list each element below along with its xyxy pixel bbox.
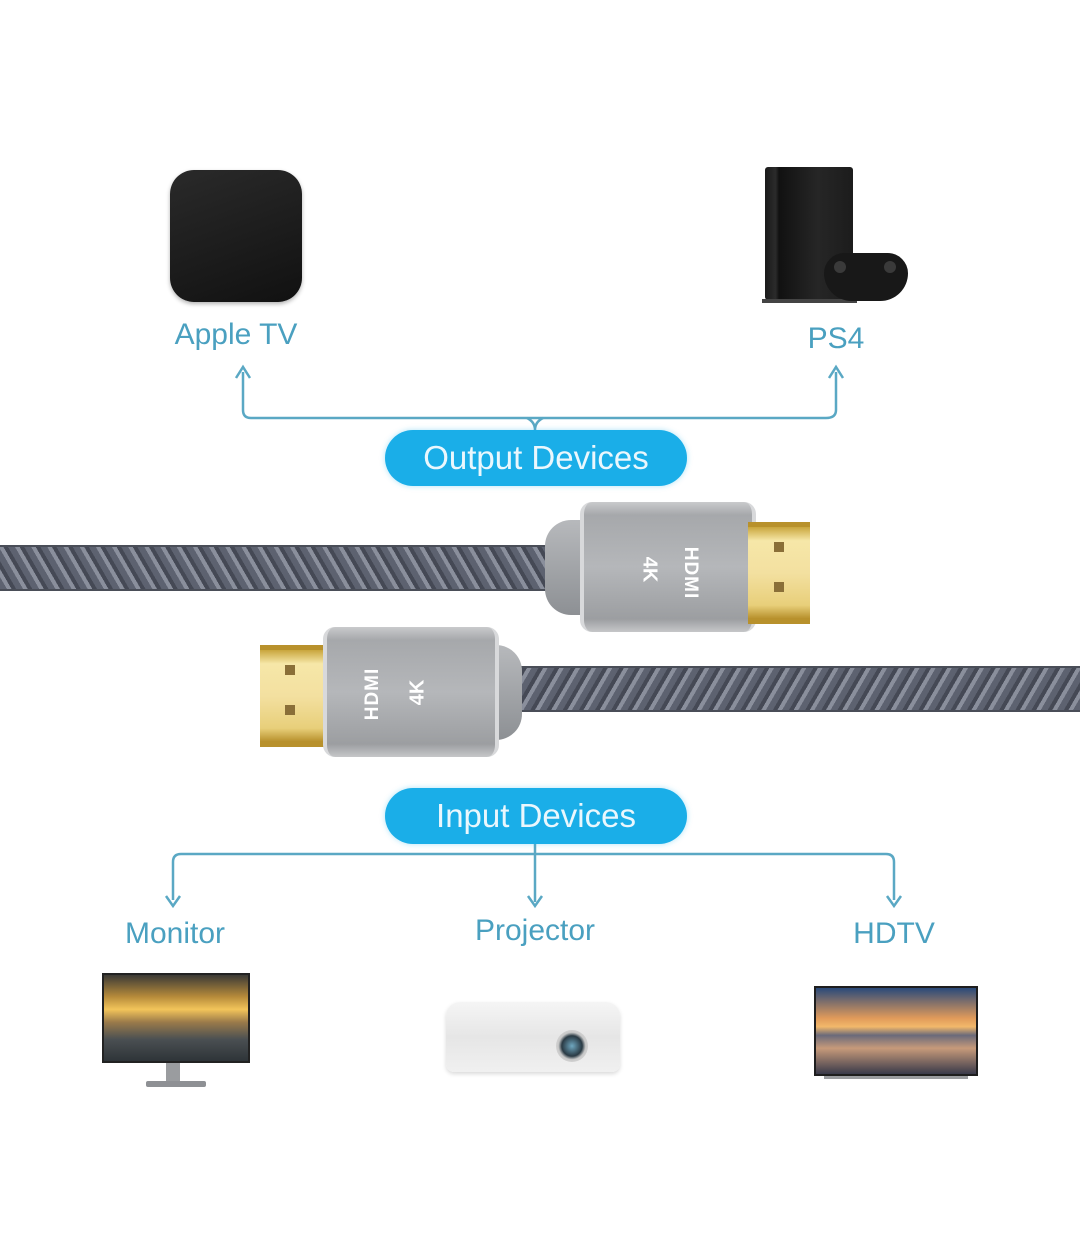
connector-shell [323, 627, 499, 757]
ps4-stand [762, 299, 857, 303]
apple-tv-label: Apple TV [174, 318, 298, 351]
hdtv-screen [814, 986, 978, 1076]
arrow-to-monitor [164, 895, 182, 909]
ps4-label: PS4 [807, 322, 865, 355]
projector-lens [556, 1030, 588, 1062]
hdmi-connector-top: HDMI 4K [540, 500, 815, 635]
ps4-console-icon [762, 165, 912, 310]
monitor-base [146, 1081, 206, 1087]
monitor-label: Monitor [124, 917, 226, 950]
hdtv-label: HDTV [853, 917, 935, 950]
hdmi-logo-text: HDMI [680, 546, 701, 600]
input-devices-badge: Input Devices [385, 788, 687, 844]
hdmi-cable-bottom [515, 666, 1080, 712]
resolution-text: 4K [406, 679, 429, 706]
hdtv-feet [824, 1076, 968, 1079]
projector-body [446, 1002, 620, 1072]
hdmi-connector-bottom: HDMI 4K [255, 625, 530, 760]
gold-plug [748, 522, 810, 624]
hdmi-logo-text: HDMI [362, 667, 383, 721]
arrow-to-hdtv [885, 895, 903, 909]
input-bracket-line [171, 852, 896, 900]
monitor-icon [102, 973, 250, 1091]
arrow-to-projector [526, 895, 544, 909]
output-devices-badge: Output Devices [385, 430, 687, 486]
projector-label: Projector [474, 914, 596, 947]
projector-icon [444, 994, 624, 1082]
controller-icon [824, 253, 908, 301]
arrow-to-apple-tv [234, 364, 252, 379]
output-bracket-line [241, 372, 838, 420]
resolution-text: 4K [638, 556, 661, 583]
hdtv-icon [814, 986, 978, 1088]
monitor-screen [102, 973, 250, 1063]
gold-plug [260, 645, 325, 747]
output-stem [526, 416, 544, 431]
monitor-stand [166, 1063, 180, 1083]
hdmi-cable-top [0, 545, 560, 591]
connector-shell [580, 502, 756, 632]
arrow-to-ps4 [827, 364, 845, 379]
apple-tv-box-icon [170, 170, 302, 302]
